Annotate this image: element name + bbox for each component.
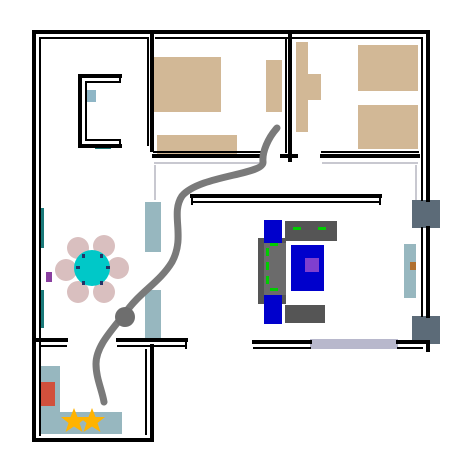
wardrobe-left (266, 60, 282, 112)
bed-left (153, 57, 221, 112)
wall-decor (46, 272, 52, 282)
bed-right (358, 45, 418, 91)
agent-circle-icon (115, 307, 135, 327)
table-settings (76, 254, 110, 285)
wall-shelf-2 (40, 290, 44, 328)
window-panel-upper (412, 200, 440, 228)
left-cabinet-upper (145, 202, 161, 252)
nightstand-right (305, 74, 321, 100)
sideboard-item (410, 262, 416, 270)
goal-stars (61, 408, 105, 432)
dresser-left (157, 135, 237, 155)
star-icon (61, 408, 87, 432)
dining-table (74, 250, 110, 286)
window-panel-lower (412, 316, 440, 344)
stove (40, 382, 55, 406)
star-icon (79, 408, 105, 432)
left-cabinet-lower (145, 290, 161, 338)
study-desk (86, 90, 96, 102)
sofa-front (285, 305, 325, 323)
entry-rug (310, 339, 398, 349)
right-sideboard (404, 244, 416, 298)
bed-right-lower (358, 105, 418, 149)
wardrobe-right (296, 42, 308, 132)
sofa-cushion (264, 243, 286, 295)
wall-shelf-1 (40, 208, 44, 248)
dining-chairs (55, 235, 129, 303)
plant-markers (266, 227, 326, 291)
sofa-back (285, 221, 337, 241)
agent-trajectory-path (92, 124, 281, 406)
tabletop-item (305, 258, 319, 272)
walls (32, 30, 430, 442)
